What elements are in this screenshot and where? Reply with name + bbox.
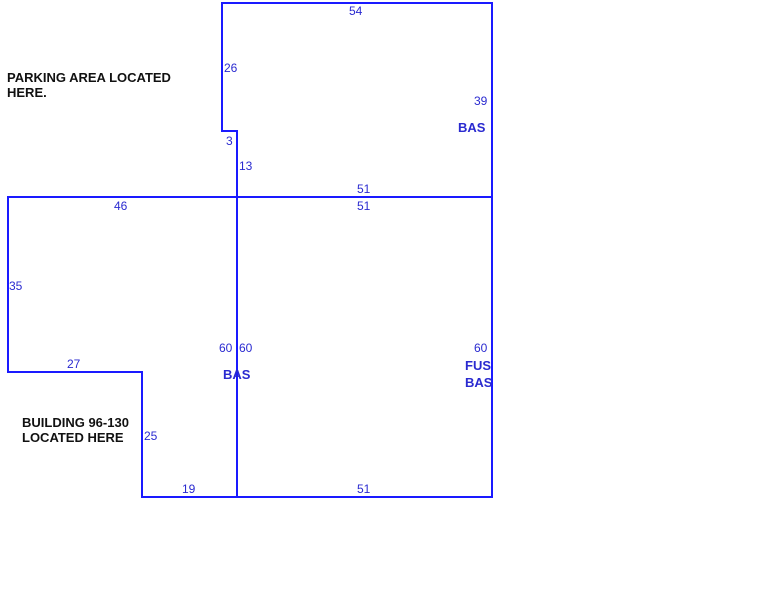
dim-right-inner: 60 [239,341,253,355]
dim-upper-left-lower: 13 [239,159,253,173]
parking-note-line: PARKING AREA LOCATED [7,70,171,85]
building-note: BUILDING 96-130 LOCATED HERE [22,415,129,445]
dim-upper-top: 54 [349,4,363,18]
dim-right-bottom: 51 [357,482,371,496]
dim-upper-right: 39 [474,94,488,108]
area-label-upper: BAS [458,120,486,135]
area-label-lower-left: BAS [223,367,251,382]
dim-left-inner: 60 [219,341,233,355]
dim-left-top: 46 [114,199,128,213]
dim-upper-notch: 3 [226,134,233,148]
dim-left-side: 35 [9,279,23,293]
building-note-line: LOCATED HERE [22,430,124,445]
dim-left-lower-side: 25 [144,429,158,443]
lower-right-fus-bas-outline [236,196,493,498]
area-label-lower-right-bas: BAS [465,375,493,390]
dim-lower-top-right: 51 [357,199,371,213]
parking-note-line: HERE. [7,85,47,100]
area-label-lower-right-fus: FUS [465,358,491,373]
dim-left-bottom: 19 [182,482,196,496]
dim-left-step: 27 [67,357,81,371]
dim-right-side: 60 [474,341,488,355]
lower-left-bas-outline [7,196,238,498]
dim-upper-left: 26 [224,61,238,75]
building-note-line: BUILDING 96-130 [22,415,129,430]
parking-note: PARKING AREA LOCATED HERE. [7,70,171,100]
upper-bas-outline [221,2,493,198]
dim-upper-bottom: 51 [357,182,371,196]
